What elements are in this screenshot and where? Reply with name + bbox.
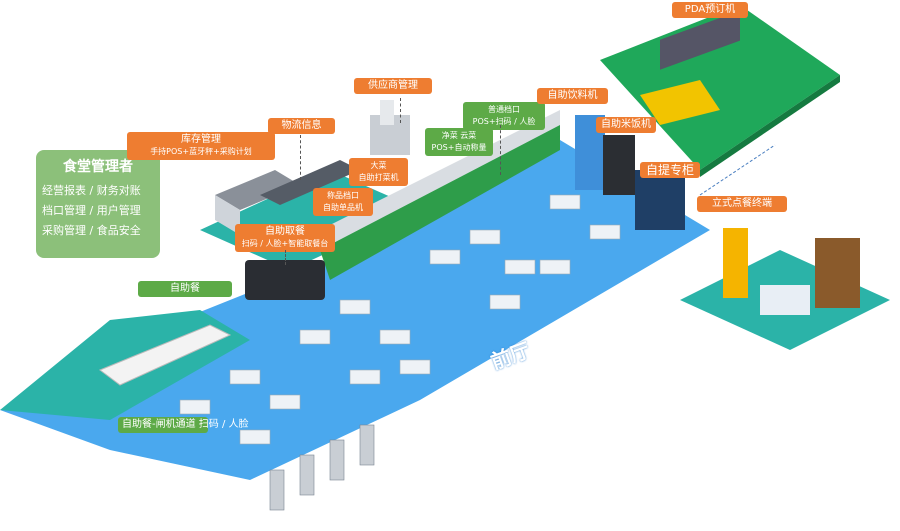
label-logistics: 物流信息 [268,118,335,134]
manager-panel: 食堂管理者 经营报表 / 财务对账 档口管理 / 用户管理 采购管理 / 食品安… [36,150,160,258]
label-veg-sub: POS+自动称量 [431,143,487,152]
label-gate: 自助餐-闸机通道 扫码 / 人脸 [118,417,249,433]
leader-line [285,250,286,265]
label-veg: 净菜 云菜 POS+自动称量 [425,128,493,156]
label-inventory: 库存管理 手持POS+蓝牙秤+采购计划 [127,132,275,160]
leader-line [300,135,301,180]
leader-line [400,98,401,123]
label-big-dish-sub: 自助打菜机 [358,173,399,182]
label-kiosk: 立式点餐终端 [697,196,787,212]
label-weigh-sub: 自助单品机 [323,203,363,212]
label-normal-stall-title: 普通档口 [488,105,520,114]
label-rice-machine: 自助米饭机 [596,117,656,133]
manager-row: 档口管理 / 用户管理 [42,204,141,217]
label-normal-stall: 普通档口 POS+扫码 / 人脸 [463,102,545,130]
dining-tables [179,194,621,445]
label-supplier: 供应商管理 [354,78,432,94]
manager-title: 食堂管理者 [63,159,133,175]
label-weigh-title: 称品档口 [327,191,359,200]
label-normal-stall-sub: POS+扫码 / 人脸 [472,117,536,126]
label-weigh: 称品档口 自助单品机 [313,188,373,216]
manager-row: 经营报表 / 财务对账 [42,184,141,197]
label-gate-sub: 扫码 / 人脸 [198,419,249,430]
gate-turnstiles [269,424,375,511]
leader-line [500,125,501,175]
factory-machine [660,10,740,70]
manager-row: 采购管理 / 食品安全 [42,224,141,237]
label-drink-machine: 自助饮料机 [537,88,608,104]
label-locker: 自提专柜 [640,162,700,178]
label-inventory-title: 库存管理 [181,134,221,145]
label-buffet: 自助餐 [138,281,232,297]
label-gate-title: 自助餐-闸机通道 [122,419,196,430]
label-pda: PDA预订机 [672,2,748,18]
label-inventory-sub: 手持POS+蓝牙秤+采购计划 [150,147,252,156]
label-veg-title: 净菜 云菜 [441,131,477,140]
label-big-dish: 大菜 自助打菜机 [349,158,408,186]
label-pickup: 自助取餐 扫码 / 人脸+智能取餐台 [235,224,335,252]
label-pickup-title: 自助取餐 [265,226,305,237]
label-big-dish-title: 大菜 [370,161,387,170]
label-pickup-sub: 扫码 / 人脸+智能取餐台 [241,239,329,248]
